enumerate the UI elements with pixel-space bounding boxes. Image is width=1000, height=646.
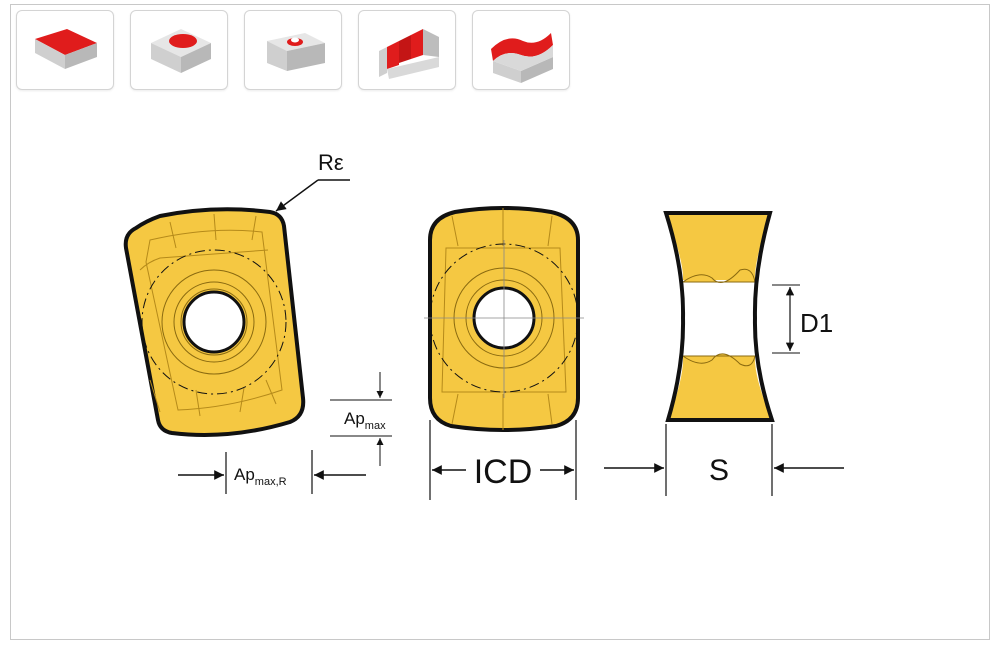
thumbnail-contour[interactable]: [472, 10, 570, 90]
svg-text:Apmax,R: Apmax,R: [234, 465, 287, 488]
pocket-block-icon: [151, 29, 211, 73]
insert-side-view: [663, 211, 775, 422]
hole-block-icon: [267, 33, 325, 71]
flat-face-block-icon: [35, 29, 97, 69]
d1-label: D1: [800, 308, 833, 338]
thumbnail-pocket[interactable]: [130, 10, 228, 90]
thumbnail-hole[interactable]: [244, 10, 342, 90]
corner-radius-callout: Rε: [275, 150, 350, 212]
thumbnail-flat-face[interactable]: [16, 10, 114, 90]
ap-max-r-subscript: max,R: [255, 476, 287, 488]
thumbnail-slot[interactable]: [358, 10, 456, 90]
insert-top-view-tilted: [123, 207, 306, 437]
corner-radius-label: Rε: [318, 150, 344, 175]
ap-max-dimension: Apmax: [330, 372, 392, 466]
ap-max-label: Ap: [344, 409, 365, 428]
slot-block-icon: [379, 29, 439, 79]
s-label: S: [709, 454, 729, 487]
contour-block-icon: [491, 33, 553, 83]
ap-max-r-label: Ap: [234, 465, 255, 484]
d1-dimension: D1: [772, 284, 833, 354]
svg-text:Apmax: Apmax: [344, 409, 386, 432]
ap-max-subscript: max: [365, 420, 386, 432]
icd-label: ICD: [474, 453, 533, 491]
ap-max-r-dimension: Apmax,R: [178, 450, 366, 494]
s-dimension: S: [604, 424, 844, 496]
icd-dimension: ICD: [429, 420, 577, 500]
insert-top-view-upright: [424, 206, 584, 432]
